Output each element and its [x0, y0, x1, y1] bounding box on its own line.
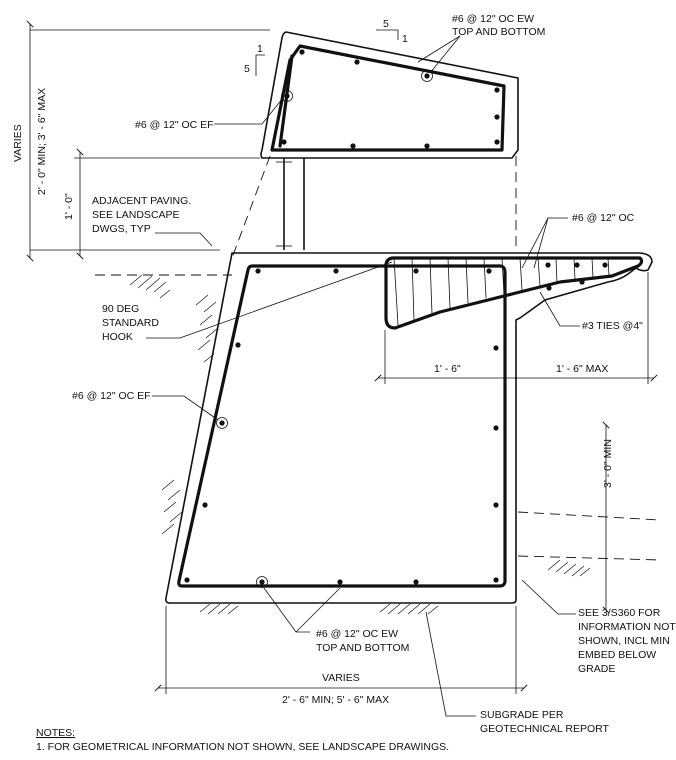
svg-text:1: 1: [257, 43, 263, 55]
leader-cap-ef: [214, 97, 284, 125]
svg-text:1' - 6" MAX: 1' - 6" MAX: [556, 363, 608, 375]
wall-outline: [165, 252, 653, 604]
svg-text:#3 TIES @4": #3 TIES @4": [582, 320, 643, 332]
svg-text:DWGS, TYP: DWGS, TYP: [92, 223, 151, 235]
svg-text:3' - 0" MIN: 3' - 0" MIN: [602, 439, 614, 488]
top-cap-rebar-outer: [270, 44, 506, 152]
cap-dowel: [276, 158, 305, 250]
dim-ledge: 1' - 6" 1' - 6" MAX: [374, 272, 658, 384]
svg-text:VARIES: VARIES: [12, 124, 24, 162]
svg-text:ADJACENT PAVING.: ADJACENT PAVING.: [92, 195, 191, 207]
svg-text:1' - 6": 1' - 6": [434, 363, 461, 375]
svg-text:HOOK: HOOK: [102, 331, 133, 343]
slope-marker-top: 5 1: [376, 18, 408, 45]
top-cap-rebar-left: [278, 54, 294, 148]
dim-bottom-width: VARIES 2' - 6" MIN; 5' - 6" MAX: [154, 606, 528, 706]
footing-rebar-callout: #6 @ 12" OC EW TOP AND BOTTOM: [263, 587, 409, 654]
top-cap-outline: [260, 31, 519, 159]
svg-text:1: 1: [402, 33, 408, 45]
dashed-wall-extension-left: [231, 155, 271, 259]
svg-text:VARIES: VARIES: [322, 672, 360, 684]
notes-heading: NOTES:: [36, 727, 75, 739]
dim-one-foot: 1' - 0": [63, 148, 260, 260]
svg-text:#6 @ 12" OC: #6 @ 12" OC: [572, 212, 635, 224]
paving-callout: ADJACENT PAVING. SEE LANDSCAPE DWGS, TYP: [92, 195, 213, 247]
svg-text:STANDARD: STANDARD: [102, 317, 159, 329]
hook-callout: 90 DEG STANDARD HOOK: [102, 261, 393, 343]
wall-body: [165, 252, 653, 604]
svg-text:1' - 0": 1' - 0": [63, 193, 75, 220]
top-rebar-callout: #6 @ 12" OC: [521, 212, 635, 269]
svg-text:2' - 6" MIN; 5' - 6" MAX: 2' - 6" MIN; 5' - 6" MAX: [282, 694, 389, 706]
svg-text:GRADE: GRADE: [578, 663, 615, 675]
ties-callout: #3 TIES @4": [539, 291, 643, 332]
see-detail-callout: SEE 3/S360 FOR INFORMATION NOT SHOWN, IN…: [521, 579, 676, 675]
note-item-1: 1. FOR GEOMETRICAL INFORMATION NOT SHOWN…: [36, 741, 449, 753]
dashed-grade-lower: [517, 555, 661, 561]
wall-rebar-cage: [177, 264, 507, 588]
soil-hatching: [129, 274, 591, 615]
top-cap-rebar-dots: [281, 49, 500, 149]
ledge-rebar-outline: [384, 256, 644, 330]
svg-text:EMBED BELOW: EMBED BELOW: [578, 649, 656, 661]
svg-text:SEE 3/S360 FOR: SEE 3/S360 FOR: [578, 607, 661, 619]
svg-text:#6 @ 12" OC EF: #6 @ 12" OC EF: [72, 390, 151, 402]
svg-text:2' - 0" MIN; 3' - 6" MAX: 2' - 0" MIN; 3' - 6" MAX: [36, 88, 48, 195]
cap-rebar-ef-label: #6 @ 12" OC EF: [135, 119, 214, 131]
dim-embed: 3' - 0" MIN: [602, 421, 614, 614]
svg-text:5: 5: [383, 18, 389, 30]
svg-text:SEE LANDSCAPE: SEE LANDSCAPE: [92, 209, 180, 221]
cap-rebar-ew-label-2: TOP AND BOTTOM: [452, 26, 545, 38]
slope-marker-left: 1 5: [244, 43, 265, 76]
leader-cap-ew-1: [417, 35, 461, 63]
svg-text:TOP AND BOTTOM: TOP AND BOTTOM: [316, 642, 409, 654]
svg-text:INFORMATION NOT: INFORMATION NOT: [578, 621, 676, 633]
top-cap: 5 1 1 5 #6 @ 12" OC EW TOP AND BOTTOM #6…: [135, 13, 545, 159]
wall-rebar-dots: [184, 262, 608, 588]
subgrade-callout: SUBGRADE PER GEOTECHNICAL REPORT: [425, 611, 610, 735]
svg-text:90 DEG: 90 DEG: [102, 303, 139, 315]
svg-text:5: 5: [244, 63, 250, 75]
cap-rebar-ew-label-1: #6 @ 12" OC EW: [452, 13, 534, 25]
leader-cap-ew-2: [429, 35, 461, 74]
svg-text:GEOTECHNICAL REPORT: GEOTECHNICAL REPORT: [480, 723, 610, 735]
svg-text:SHOWN, INCL MIN: SHOWN, INCL MIN: [578, 635, 670, 647]
wall-ef-callout: #6 @ 12" OC EF: [72, 390, 219, 421]
svg-text:#6 @ 12" OC EW: #6 @ 12" OC EW: [316, 628, 398, 640]
svg-text:SUBGRADE PER: SUBGRADE PER: [480, 709, 564, 721]
notes-block: NOTES: 1. FOR GEOMETRICAL INFORMATION NO…: [36, 727, 449, 753]
dim-left-height: VARIES 2' - 0" MIN; 3' - 6" MAX: [12, 20, 270, 262]
ledge-ties: [393, 257, 610, 326]
dashed-grade-upper: [517, 511, 661, 521]
